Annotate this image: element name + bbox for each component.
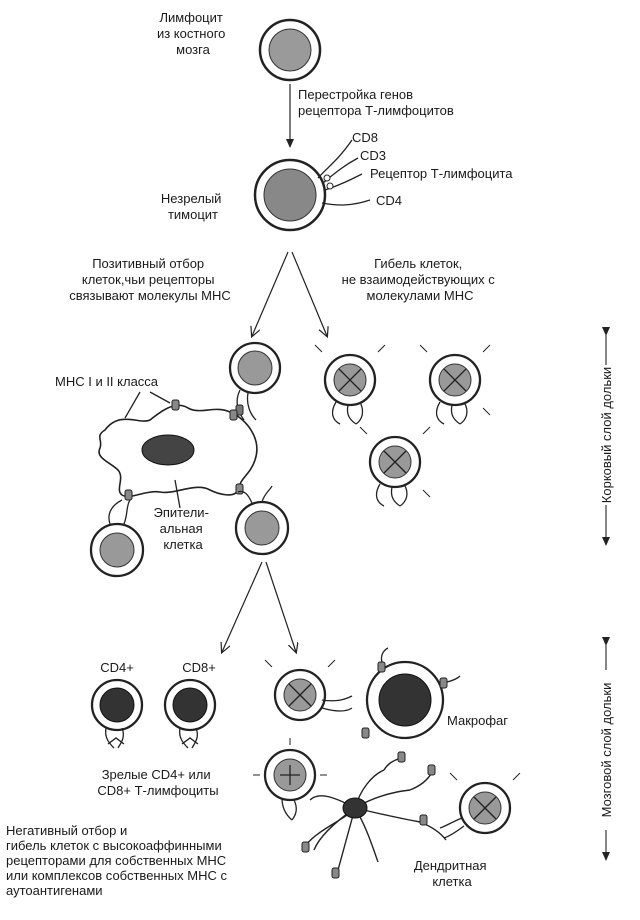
cd4-label: CD4 xyxy=(376,193,402,208)
positive-selection-label: Позитивный отбор клеток,чьи рецепторы св… xyxy=(69,256,231,303)
positively-selected-thymocyte-left xyxy=(89,499,145,578)
mhc-pointer-2 xyxy=(149,391,171,404)
medulla-label: Мозговой слой дольки xyxy=(599,683,614,818)
bone-marrow-lymphocyte xyxy=(258,18,322,82)
cd8-label: CD8 xyxy=(352,130,378,145)
dying-cell-dendritic-right xyxy=(439,772,521,839)
epithelial-cell-label: Эпители- альная клетка xyxy=(153,505,212,552)
cd8-plus-label: CD8+ xyxy=(182,660,216,675)
arrow-positive-selection xyxy=(252,251,289,336)
positively-selected-thymocyte-top xyxy=(228,341,282,421)
immature-thymocyte-label: Незрелый тимоцит xyxy=(161,191,225,222)
dendritic-cell xyxy=(301,751,447,879)
arrow-cell-death xyxy=(291,251,327,336)
mhc-pointer-1 xyxy=(124,391,141,419)
cd3-label: CD3 xyxy=(360,148,386,163)
positively-selected-thymocyte-right xyxy=(234,485,290,556)
epithelial-cell xyxy=(98,399,258,501)
epithelial-pointer xyxy=(174,479,181,509)
cd4-plus-label: CD4+ xyxy=(100,660,134,675)
macrophage-label: Макрофаг xyxy=(447,713,508,728)
mature-lymphocytes-label: Зрелые CD4+ или CD8+ Т-лимфоциты xyxy=(97,767,218,798)
bone-marrow-lymphocyte-label: Лимфоцит из костного мозга xyxy=(157,10,229,57)
immature-thymocyte xyxy=(253,139,371,232)
dying-cell-2 xyxy=(419,344,491,425)
dying-cell-3 xyxy=(359,426,431,507)
mature-cd8-cell xyxy=(163,678,217,749)
arrow-to-negative xyxy=(265,561,296,652)
tcr-label: Рецептор Т-лимфоцита xyxy=(370,166,513,181)
mhc-class-label: МНС I и II класса xyxy=(55,374,159,389)
cell-death-label: Гибель клеток, не взаимодействующих с мо… xyxy=(342,256,499,303)
dying-cell-macrophage xyxy=(264,659,353,722)
gene-rearrangement-label: Перестройка генов рецептора Т-лимфоцитов xyxy=(298,87,454,118)
mature-cd4-cell xyxy=(90,678,144,749)
dendritic-cell-label: Дендритная клетка xyxy=(414,858,490,889)
dying-cell-1 xyxy=(314,344,386,425)
cortex-label: Корковый слой дольки xyxy=(599,367,614,503)
dying-cell-dendritic-left xyxy=(253,738,327,821)
macrophage-cell xyxy=(361,647,461,740)
arrow-to-mature xyxy=(222,561,263,652)
negative-selection-label: Негативный отбор и гибель клеток с высок… xyxy=(6,823,231,898)
